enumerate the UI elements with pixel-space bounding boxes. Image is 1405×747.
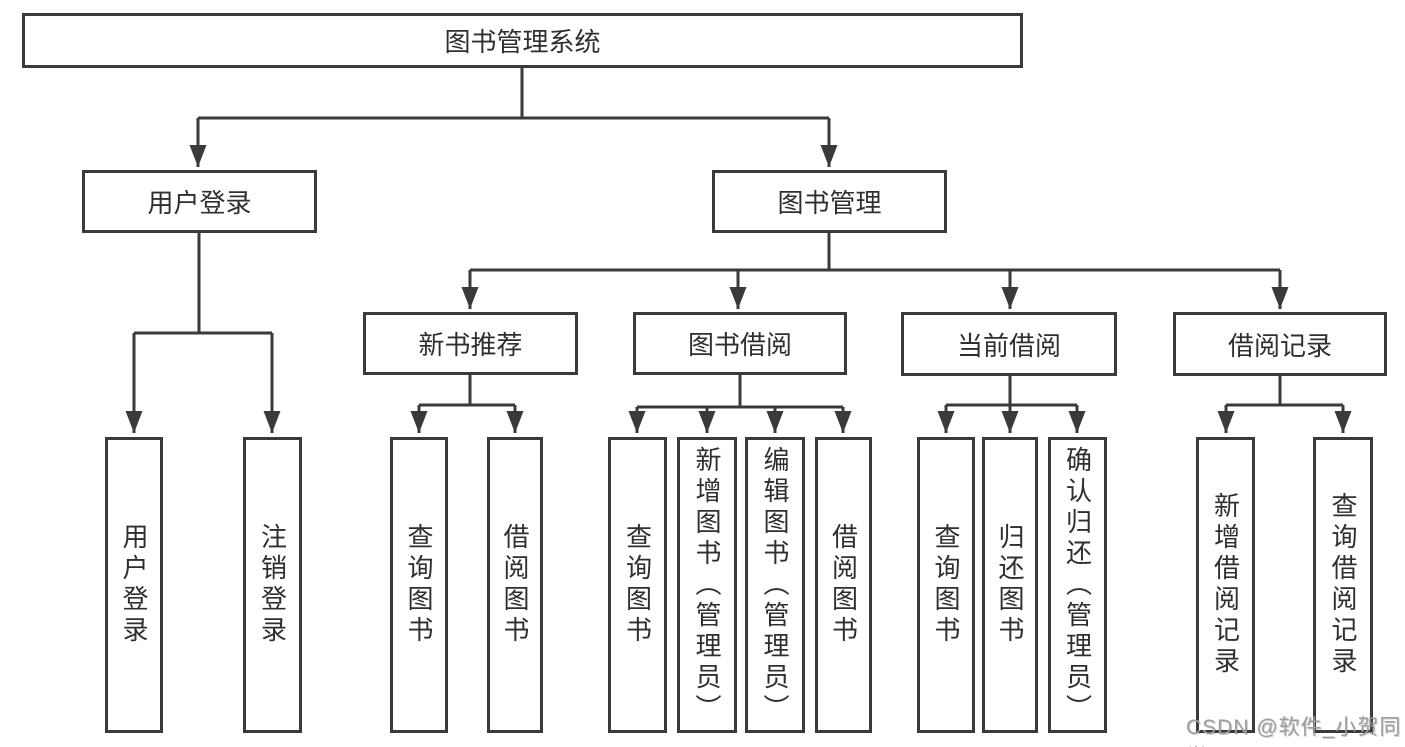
leaf-br-add-record: 新增借阅记录	[1196, 437, 1255, 733]
leaf-bb-query-books: 查询图书	[608, 437, 667, 733]
node-book-borrowing: 图书借阅	[633, 312, 847, 375]
leaf-cb-return-books: 归还图书	[982, 437, 1038, 733]
node-book-management: 图书管理	[712, 170, 947, 233]
leaf-nb-borrow-books: 借阅图书	[487, 437, 543, 733]
leaf-bb-borrow-books: 借阅图书	[815, 437, 872, 733]
node-user-login: 用户登录	[82, 170, 317, 233]
csdn-watermark: CSDN @软件_小贺同学	[1186, 716, 1402, 747]
node-borrowing-records: 借阅记录	[1173, 312, 1387, 376]
node-root-library-system: 图书管理系统	[22, 13, 1023, 68]
leaf-br-query-record: 查询借阅记录	[1313, 437, 1373, 733]
connector-book-mgmt-split	[470, 233, 1280, 272]
node-current-borrowing: 当前借阅	[901, 312, 1117, 376]
connector-current-split	[946, 376, 1077, 407]
leaf-user-login: 用户登录	[105, 437, 163, 733]
connector-records-split	[1226, 376, 1343, 407]
leaf-bb-edit-books-admin: 编辑图书（管理员）	[745, 437, 805, 733]
node-new-book-recommend: 新书推荐	[363, 312, 578, 375]
leaf-cb-confirm-return-admin: 确认归还（管理员）	[1048, 437, 1107, 733]
leaf-logout: 注销登录	[243, 437, 302, 733]
connector-new-book-split	[419, 375, 515, 407]
connector-root-split	[198, 68, 829, 120]
leaf-nb-query-books: 查询图书	[390, 437, 448, 733]
connector-book-borrow-split	[637, 375, 843, 409]
leaf-cb-query-books: 查询图书	[917, 437, 975, 733]
connector-user-login-split	[134, 233, 272, 335]
leaf-bb-add-books-admin: 新增图书（管理员）	[677, 437, 737, 733]
